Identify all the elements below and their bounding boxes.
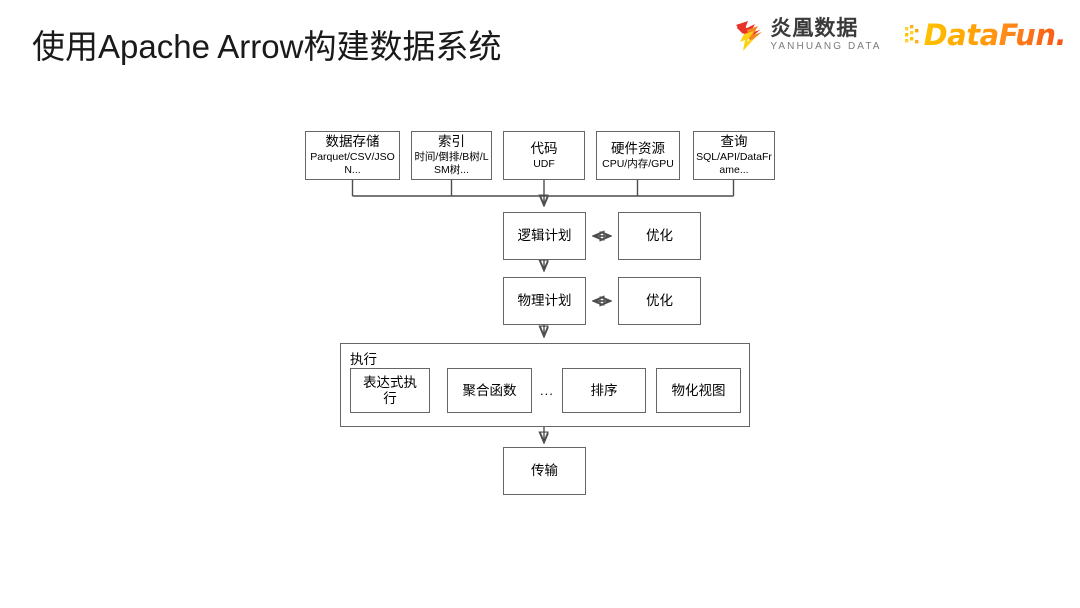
node-query[interactable]: 查询 SQL/API/DataFrame... <box>693 131 775 180</box>
execution-ellipsis: ... <box>540 383 554 398</box>
yanhuang-name-cn: 炎凰数据 <box>770 17 859 40</box>
node-aggregate-functions[interactable]: 聚合函数 <box>447 368 532 413</box>
phoenix-bird-icon <box>734 18 764 52</box>
node-physical-plan-optimizer[interactable]: 优化 <box>618 277 701 325</box>
node-hardware-resources[interactable]: 硬件资源 CPU/内存/GPU <box>596 131 680 180</box>
node-materialized-view[interactable]: 物化视图 <box>656 368 741 413</box>
node-logical-plan[interactable]: 逻辑计划 <box>503 212 586 260</box>
node-title: 索引 <box>438 134 465 150</box>
datafun-logo: DataFun. <box>904 18 1067 52</box>
yanhuang-name-en: YANHUANG DATA <box>770 41 882 52</box>
node-code[interactable]: 代码 UDF <box>503 131 585 180</box>
node-title: 硬件资源 <box>611 140 665 156</box>
node-title: 表达式执行 <box>363 374 417 406</box>
node-title: 优化 <box>646 228 673 244</box>
node-title: 排序 <box>590 382 618 398</box>
node-title: 聚合函数 <box>462 382 517 398</box>
node-title: 数据存储 <box>325 134 380 150</box>
node-subtitle: 时间/倒排/B树/LSM树... <box>414 151 489 176</box>
node-data-storage[interactable]: 数据存储 Parquet/CSV/JSON... <box>305 131 400 180</box>
node-title: 物化视图 <box>671 382 726 398</box>
node-title: 物理计划 <box>517 293 572 309</box>
node-index[interactable]: 索引 时间/倒排/B树/LSM树... <box>411 131 492 180</box>
yanhuang-logo-text: 炎凰数据 YANHUANG DATA <box>770 18 881 52</box>
node-subtitle: SQL/API/DataFrame... <box>696 151 772 176</box>
logo-area: 炎凰数据 YANHUANG DATA DataFun. <box>734 18 1067 52</box>
node-logical-plan-optimizer[interactable]: 优化 <box>618 212 701 260</box>
node-physical-plan[interactable]: 物理计划 <box>503 277 586 325</box>
page-title: 使用Apache Arrow构建数据系统 <box>32 28 502 65</box>
node-title: 代码 <box>530 140 558 156</box>
node-subtitle: UDF <box>533 157 555 170</box>
node-title: 优化 <box>646 293 673 309</box>
node-transport[interactable]: 传输 <box>503 447 586 495</box>
node-title: 传输 <box>531 463 558 479</box>
datafun-wordmark: DataFun. <box>923 18 1067 52</box>
yanhuang-logo: 炎凰数据 YANHUANG DATA <box>734 18 881 52</box>
group-execution-label: 执行 <box>350 352 377 367</box>
node-subtitle: Parquet/CSV/JSON... <box>310 151 395 176</box>
node-title: 逻辑计划 <box>517 228 572 244</box>
node-sort[interactable]: 排序 <box>562 368 646 413</box>
node-title: 查询 <box>720 134 748 150</box>
node-expression-execution[interactable]: 表达式执行 <box>350 368 430 413</box>
pixel-dots-icon <box>904 24 921 46</box>
node-subtitle: CPU/内存/GPU <box>602 157 674 170</box>
